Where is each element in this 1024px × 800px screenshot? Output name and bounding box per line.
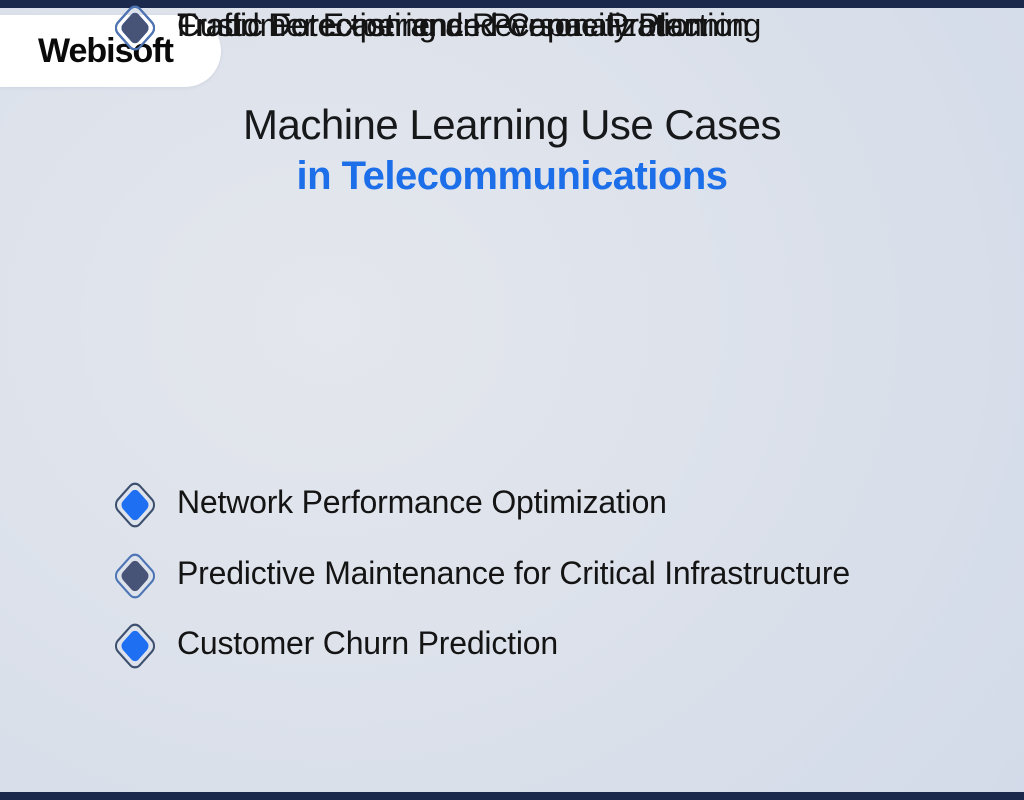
title-line-1: Machine Learning Use Cases: [243, 101, 781, 148]
list-item: Predictive Maintenance for Critical Infr…: [111, 548, 850, 604]
list-item-label: Predictive Maintenance for Critical Infr…: [177, 555, 850, 591]
list-item-label: Customer Experience Personalization: [177, 7, 706, 43]
list-item-label: Traffic Forecasting and Capacity Plannin…: [177, 7, 762, 43]
diamond-bullet-icon: [111, 0, 159, 56]
list-item: Customer Experience Personalization: [111, 0, 706, 56]
brand-logo-text: Webisoft: [38, 32, 174, 70]
diamond-bullet-icon: [111, 548, 159, 604]
bottom-edge-bar: [0, 792, 1024, 800]
page-title: Machine Learning Use Cases in Telecommun…: [0, 100, 1024, 202]
diamond-bullet-icon: [111, 618, 159, 674]
list-item-label: Fraud Detection and Revenue Protection: [177, 7, 750, 43]
list-item-label: Network Performance Optimization: [177, 484, 667, 520]
list-item: Customer Churn Prediction: [111, 618, 558, 674]
diamond-bullet-icon: [111, 477, 159, 533]
title-line-2: in Telecommunications: [296, 154, 728, 198]
list-item: Fraud Detection and Revenue Protection: [111, 0, 750, 56]
brand-logo: Webisoft: [0, 15, 221, 87]
list-item: Traffic Forecasting and Capacity Plannin…: [111, 0, 761, 56]
top-edge-bar: [0, 0, 1024, 8]
list-item-label: Customer Churn Prediction: [177, 625, 558, 661]
list-item: Network Performance Optimization: [111, 477, 667, 533]
